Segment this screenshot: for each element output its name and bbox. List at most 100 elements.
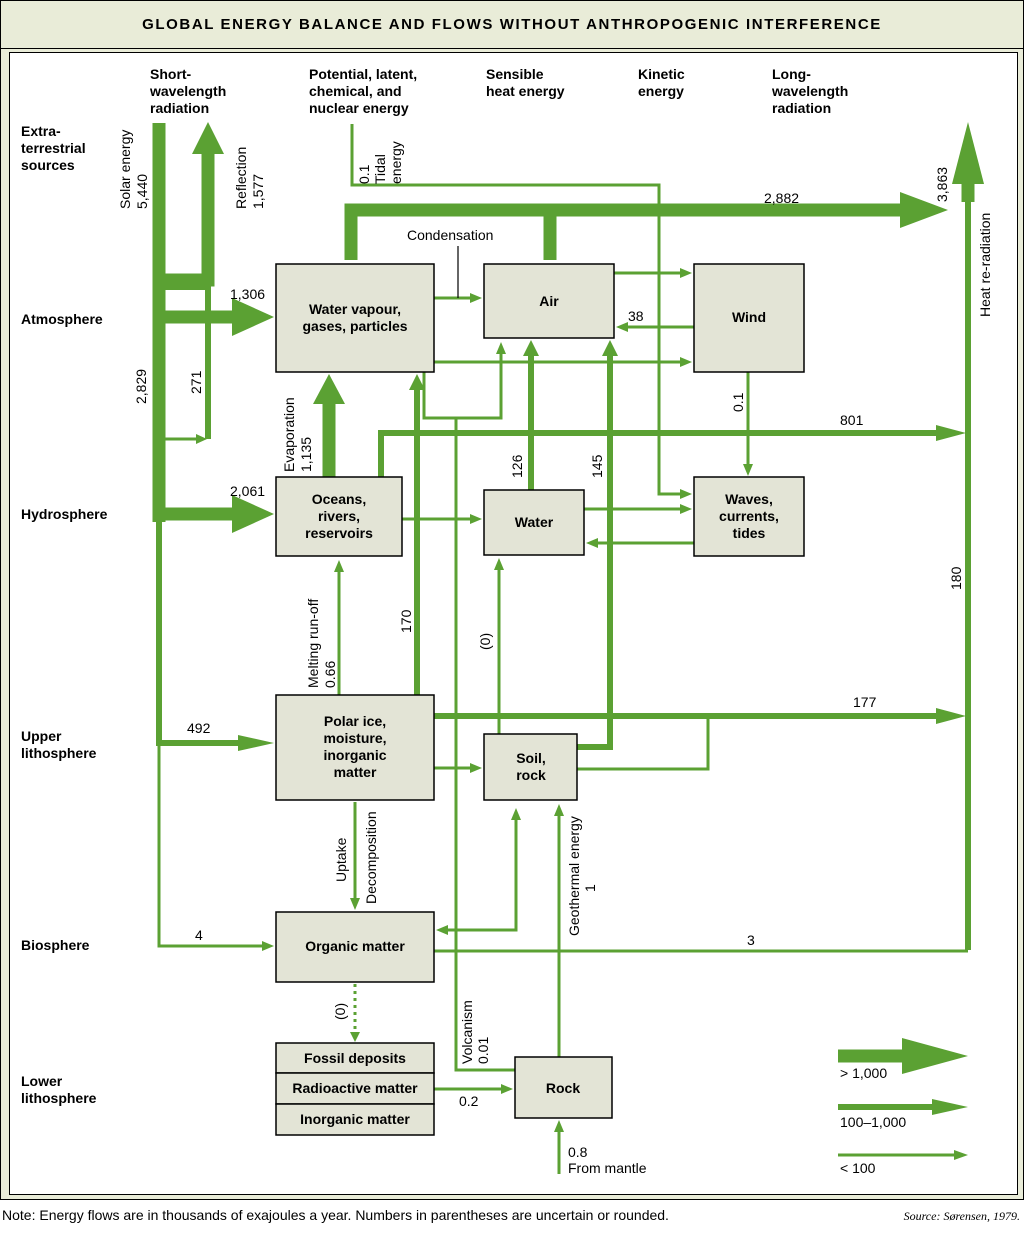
legend-medium-label: 100–1,000 — [840, 1114, 906, 1130]
soil-to-reradiation-flow — [577, 716, 710, 771]
label-801: 801 — [840, 412, 864, 428]
flows — [152, 122, 984, 1174]
label-geothermal: Geothermal energy1 — [566, 816, 598, 936]
reflection-flow — [159, 152, 215, 287]
box-wind-label: Wind — [732, 309, 766, 325]
solar-to-atmosphere-arrowhead — [232, 298, 274, 336]
box-water-vapour — [275, 263, 435, 373]
legend-small-arrowhead — [954, 1150, 968, 1160]
uptake-arrowhead — [350, 898, 360, 910]
vapour-to-air-lower-arrowhead — [496, 342, 506, 354]
box-waves-label: Waves,currents,tides — [719, 491, 779, 541]
organic-to-fossil-arrowhead — [350, 1032, 360, 1042]
melting-runoff-arrowhead — [334, 560, 344, 572]
solar-to-ice-arrowhead — [238, 735, 274, 751]
volcanism-flow — [454, 418, 515, 1072]
energy-flow-diagram: Water vapour,gases, particles Air Wind O… — [21, 66, 993, 1176]
label-melting-runoff: Melting run-off0.66 — [305, 599, 338, 688]
wind-to-waves-arrowhead — [743, 464, 753, 476]
box-rock-label: Rock — [546, 1080, 580, 1096]
flow-2882 — [344, 203, 912, 260]
water-to-waves-arrowhead — [680, 504, 692, 514]
legend-large-label: > 1,000 — [840, 1065, 887, 1081]
solar-to-ice-flow — [156, 514, 240, 746]
label-uncertain-water: (0) — [477, 633, 493, 650]
diagram-panel: Water vapour,gases, particles Air Wind O… — [9, 52, 1018, 1195]
label-uptake: Uptake — [333, 837, 349, 882]
legend-small-label: < 100 — [840, 1160, 876, 1176]
label-180: 180 — [948, 566, 964, 590]
flow-145 — [577, 354, 613, 750]
oceans-to-water-arrowhead — [470, 514, 482, 524]
air-to-wind-arrowhead — [680, 268, 692, 278]
label-volcanism: Volcanism0.01 — [459, 1000, 491, 1064]
label-evaporation: Evaporation1,135 — [281, 397, 314, 472]
waves-to-water-arrowhead — [586, 538, 598, 548]
footnote: Note: Energy flows are in thousands of e… — [2, 1207, 669, 1223]
mantle-arrowhead — [554, 1120, 564, 1132]
flow-2882-arrowhead — [900, 192, 948, 228]
label-2882: 2,882 — [764, 190, 799, 206]
label-4: 4 — [195, 927, 203, 943]
soil-to-organic-flow — [446, 820, 518, 932]
box-radioactive-label: Radioactive matter — [292, 1080, 418, 1096]
ice-to-soil-arrowhead — [470, 763, 482, 773]
label-2061: 2,061 — [230, 483, 265, 499]
flow-271-arrowhead — [196, 434, 207, 444]
box-fossil-deposits — [275, 1042, 435, 1074]
flow-170-arrowhead — [409, 374, 425, 390]
flow-801 — [378, 430, 938, 477]
label-fossil-uncertain: (0) — [332, 1003, 348, 1020]
evaporation-arrowhead — [313, 374, 345, 404]
label-3: 3 — [747, 932, 755, 948]
box-soil — [483, 733, 578, 801]
tidal-arrowhead — [680, 489, 692, 499]
label-170: 170 — [398, 609, 414, 633]
box-organic-matter — [275, 911, 435, 983]
box-wind — [693, 263, 805, 373]
label-177: 177 — [853, 694, 877, 710]
box-air — [483, 263, 615, 339]
flow-177-arrowhead — [936, 708, 966, 724]
box-water-vapour-label: Water vapour,gases, particles — [302, 301, 407, 334]
flow-labels: Solar energy5,440 Reflection1,577 0.1Tid… — [117, 130, 993, 1176]
flow-02-arrowhead — [501, 1084, 513, 1094]
reflection-arrowhead — [192, 122, 224, 154]
label-38: 38 — [628, 308, 644, 324]
legend-medium-arrowhead — [932, 1099, 968, 1115]
box-waves — [693, 476, 805, 557]
solar-to-organic-arrowhead — [262, 941, 274, 951]
boxes — [275, 263, 805, 1136]
label-solar-energy: Solar energy5,440 — [117, 130, 150, 209]
label-02: 0.2 — [459, 1093, 479, 1109]
box-polar-ice — [275, 694, 435, 801]
condensation-arrowhead — [470, 293, 482, 303]
flow-145-arrowhead — [602, 340, 618, 356]
tidal-energy-flow — [350, 124, 682, 496]
label-126: 126 — [509, 454, 525, 478]
legend: > 1,000 100–1,000 < 100 — [838, 1038, 968, 1176]
geothermal-arrowhead — [554, 804, 564, 816]
box-radioactive-matter — [275, 1072, 435, 1105]
label-271: 271 — [188, 370, 204, 394]
box-oceans — [275, 476, 403, 557]
flow-271 — [159, 284, 211, 439]
box-labels: Water vapour,gases, particles Air Wind O… — [292, 293, 779, 1127]
box-inorganic-matter — [275, 1103, 435, 1136]
flow-126-arrowhead — [523, 340, 539, 356]
label-heat-total: 3,863 — [934, 167, 950, 202]
label-1306: 1,306 — [230, 286, 265, 302]
figure-title: GLOBAL ENERGY BALANCE AND FLOWS WITHOUT … — [1, 1, 1023, 49]
box-fossil-label: Fossil deposits — [304, 1050, 406, 1066]
source-credit: Source: Sørensen, 1979. — [903, 1209, 1020, 1223]
